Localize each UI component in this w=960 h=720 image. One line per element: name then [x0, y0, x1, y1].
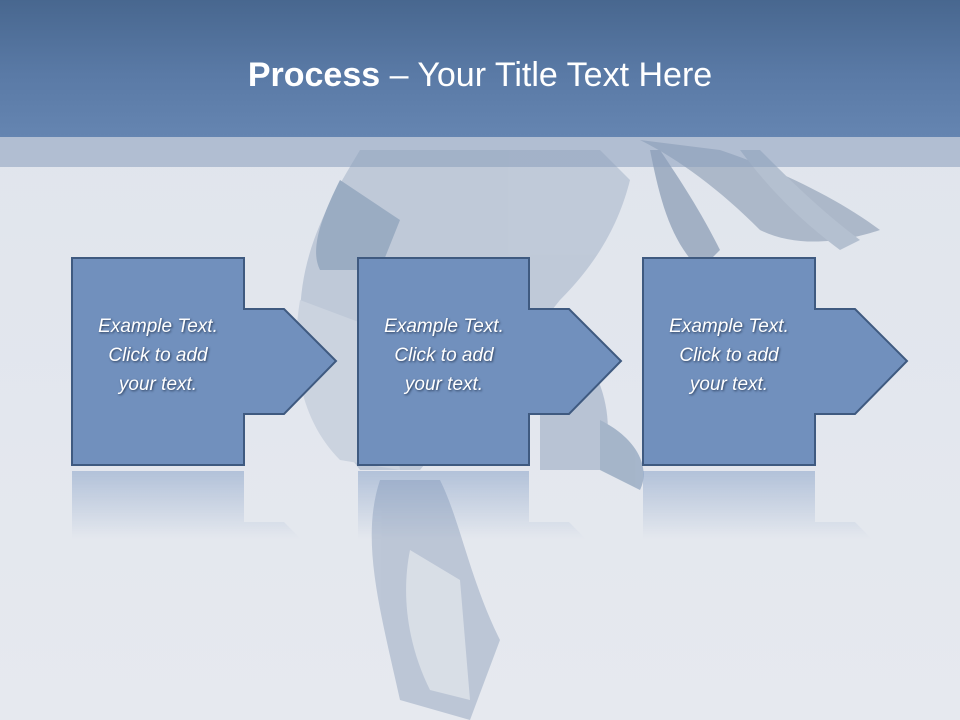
arrow-reflection: [357, 469, 627, 539]
arrow-reflection: [642, 469, 912, 539]
title-bold: Process: [247, 56, 381, 94]
step-text[interactable]: Example Text. Click to add your text.: [645, 312, 813, 399]
step-line: your text.: [404, 374, 484, 395]
process-step-2[interactable]: Example Text. Click to add your text.: [357, 257, 627, 539]
title-separator: –: [380, 56, 418, 94]
step-line: Click to add: [679, 345, 779, 366]
step-line: your text.: [689, 374, 769, 395]
arrow-shape: [357, 257, 623, 466]
header-band: [0, 137, 960, 167]
step-line: Example Text.: [669, 316, 789, 337]
process-step-1[interactable]: Example Text. Click to add your text.: [71, 257, 341, 539]
step-line: Example Text.: [384, 316, 504, 337]
arrow-shape: [71, 257, 338, 466]
arrow-shape: [642, 257, 909, 466]
step-line: Click to add: [394, 345, 494, 366]
step-text[interactable]: Example Text. Click to add your text.: [360, 312, 528, 399]
title-bar: Process – Your Title Text Here: [0, 0, 960, 137]
step-text[interactable]: Example Text. Click to add your text.: [74, 312, 242, 399]
step-line: Click to add: [108, 345, 208, 366]
slide-title: Process – Your Title Text Here: [0, 54, 960, 96]
arrow-reflection: [71, 469, 341, 539]
step-line: Example Text.: [98, 316, 218, 337]
step-line: your text.: [118, 374, 198, 395]
title-rest: Your Title Text Here: [417, 56, 713, 94]
process-step-3[interactable]: Example Text. Click to add your text.: [642, 257, 912, 539]
